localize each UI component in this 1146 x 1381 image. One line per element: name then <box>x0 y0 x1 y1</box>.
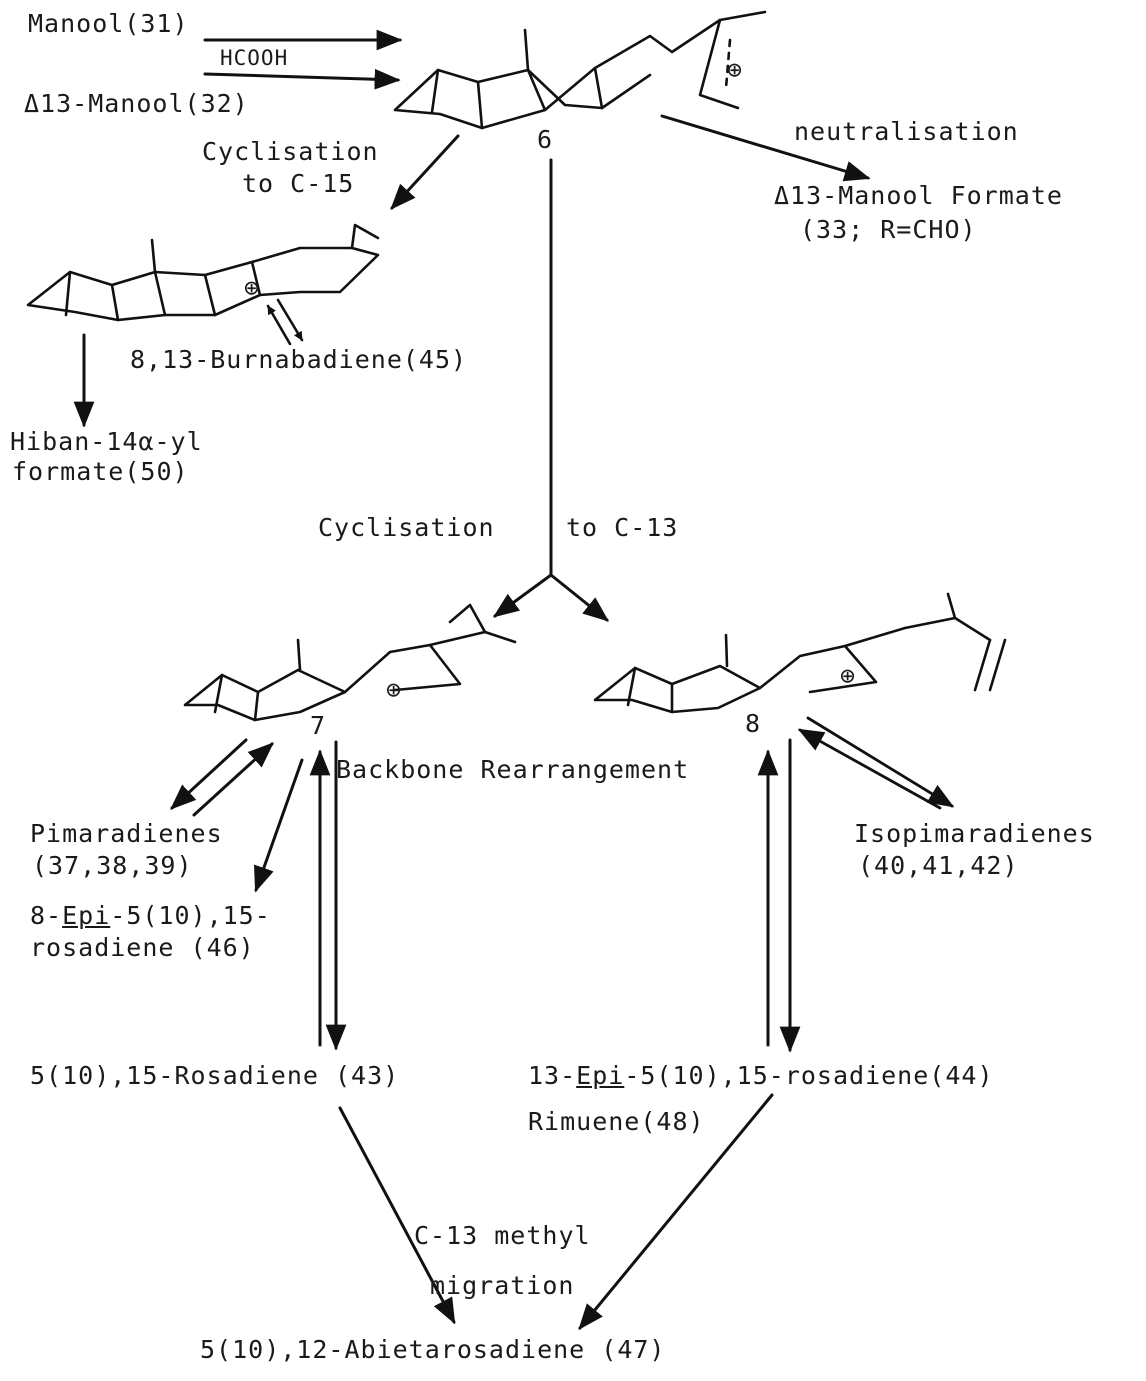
d13-manool-label: Δ13-Manool(32) <box>24 89 249 118</box>
epi8-rest: -5(10),15- <box>110 901 271 930</box>
pimaradienes-line1: Pimaradienes <box>30 819 223 848</box>
arrow-43-to-47 <box>338 1106 456 1325</box>
structure-6-number: 6 <box>537 125 554 154</box>
epi8-prefix: 8- <box>30 901 63 930</box>
structure-7-number: 7 <box>310 711 327 740</box>
backbone-rearrangement-label: Backbone Rearrangement <box>336 755 690 784</box>
hcooh-label: HCOOH <box>220 46 289 70</box>
methyl-migration-line2: migration <box>430 1271 575 1300</box>
cation-8-structure <box>593 592 1007 714</box>
arrow-to-isopimaradienes <box>806 716 955 808</box>
epi13-epi: Epi <box>576 1061 625 1090</box>
arrow-from-pimaradienes <box>192 742 274 817</box>
epi13-rosadiene-label: 13-Epi-5(10),15-rosadiene(44) <box>528 1060 994 1092</box>
burnabane-charge: ⊕ <box>244 273 261 302</box>
arrow-to-7 <box>492 573 553 618</box>
rimuene-label: Rimuene(48) <box>528 1107 705 1136</box>
epi8-epi: Epi <box>62 901 111 930</box>
epi8-rosadiene-line2: rosadiene (46) <box>30 933 255 962</box>
arrow-to-pimaradienes <box>170 738 248 810</box>
burnabane-cation-structure <box>26 223 380 322</box>
arrow-d13-manool <box>203 68 401 90</box>
arrow-from-isopimaradienes <box>797 728 942 810</box>
cyclisation-c15-line2: to C-15 <box>242 169 355 198</box>
formate-label-line1: Δ13-Manool Formate <box>774 181 1063 210</box>
arrow-burnabadiene <box>276 298 304 342</box>
methyl-migration-line1: C-13 methyl <box>414 1221 591 1250</box>
hiban-label-line1: Hiban-14α-yl <box>10 427 203 456</box>
hiban-label-line2: formate(50) <box>12 457 189 486</box>
burnabadiene-label: 8,13-Burnabadiene(45) <box>130 345 468 374</box>
rosadiene43-label: 5(10),15-Rosadiene (43) <box>30 1061 400 1090</box>
cation-6-charge: ⊕ <box>727 55 744 84</box>
arrow-to-epi8-rosadiene <box>254 758 304 893</box>
cyclisation-c13-right: to C-13 <box>566 513 679 542</box>
cation-6-structure <box>393 10 767 130</box>
structure-8-number: 8 <box>745 709 762 738</box>
manool-label: Manool(31) <box>28 9 189 38</box>
epi13-prefix: 13- <box>528 1061 577 1090</box>
pimaradienes-line2: (37,38,39) <box>32 851 193 880</box>
formate-label-line2: (33; R=CHO) <box>800 215 977 244</box>
cyclisation-c13-left: Cyclisation <box>318 513 495 542</box>
isopimaradienes-line2: (40,41,42) <box>858 851 1019 880</box>
cation-7-charge: ⊕ <box>386 675 403 704</box>
arrow-to-8 <box>549 573 610 622</box>
epi8-rosadiene-line1: 8-Epi-5(10),15- <box>30 900 271 932</box>
epi13-rest: -5(10),15-rosadiene(44) <box>624 1061 994 1090</box>
neutralisation-label: neutralisation <box>794 117 1019 146</box>
arrow-cyclisation-c15 <box>390 134 460 210</box>
cation-7-structure <box>183 603 517 722</box>
arrow-neutralisation <box>660 114 871 182</box>
arrow-burnabadiene-back <box>266 304 292 346</box>
arrow-44-to-47 <box>578 1093 774 1331</box>
cation-8-charge: ⊕ <box>840 661 857 690</box>
isopimaradienes-line1: Isopimaradienes <box>854 819 1095 848</box>
cyclisation-c15-line1: Cyclisation <box>202 137 379 166</box>
abietarosadiene-label: 5(10),12-Abietarosadiene (47) <box>200 1335 666 1364</box>
